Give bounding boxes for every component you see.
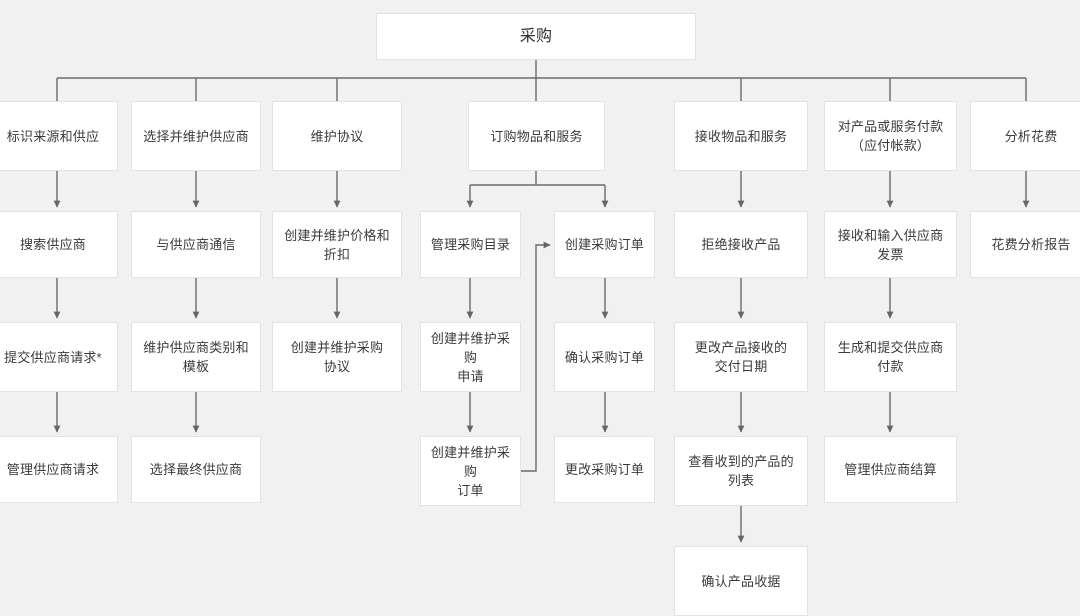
node-label: 生成和提交供应商 付款 bbox=[837, 340, 944, 374]
node-create-purchase-order[interactable]: 创建采购订单 bbox=[554, 211, 655, 278]
node-maintain-supplier-category[interactable]: 维护供应商类别和 模板 bbox=[131, 322, 261, 392]
node-label: 查看收到的产品的 列表 bbox=[688, 454, 794, 488]
node-label: 接收物品和服务 bbox=[694, 128, 788, 144]
node-label: 更改产品接收的 交付日期 bbox=[694, 340, 788, 374]
node-label: 更改采购订单 bbox=[564, 462, 645, 477]
node-manage-supplier-request[interactable]: 管理供应商请求 bbox=[0, 436, 118, 503]
node-identify-source[interactable]: 标识来源和供应 bbox=[0, 101, 118, 171]
node-label: 创建并维护采购 订单 bbox=[430, 444, 511, 498]
node-label: 花费分析报告 bbox=[991, 237, 1071, 252]
node-label: 创建并维护采购 申请 bbox=[430, 330, 511, 384]
node-label: 标识来源和供应 bbox=[6, 128, 100, 144]
node-confirm-product-receipt[interactable]: 确认产品收据 bbox=[674, 546, 808, 616]
node-root[interactable]: 采购 bbox=[376, 13, 696, 60]
node-label: 管理供应商请求 bbox=[6, 462, 100, 477]
node-spend-analysis-report[interactable]: 花费分析报告 bbox=[970, 211, 1080, 278]
node-label: 维护供应商类别和 模板 bbox=[143, 340, 249, 374]
node-select-maintain-supplier[interactable]: 选择并维护供应商 bbox=[131, 101, 261, 171]
node-label: 选择最终供应商 bbox=[149, 462, 243, 477]
node-create-maintain-purchase-agreement[interactable]: 创建并维护采购 协议 bbox=[272, 322, 402, 392]
node-view-received-product-list[interactable]: 查看收到的产品的 列表 bbox=[674, 436, 808, 506]
node-label: 管理采购目录 bbox=[430, 237, 511, 252]
node-receive-goods-services[interactable]: 接收物品和服务 bbox=[674, 101, 808, 171]
node-generate-submit-supplier-payment[interactable]: 生成和提交供应商 付款 bbox=[824, 322, 957, 392]
node-label: 创建并维护采购 协议 bbox=[290, 340, 384, 374]
node-label: 与供应商通信 bbox=[156, 237, 236, 252]
node-order-goods-services[interactable]: 订购物品和服务 bbox=[468, 101, 605, 171]
node-manage-supplier-settlement[interactable]: 管理供应商结算 bbox=[824, 436, 957, 503]
node-create-maintain-purchase-requisition[interactable]: 创建并维护采购 申请 bbox=[420, 322, 521, 392]
node-label: 提交供应商请求* bbox=[4, 349, 102, 365]
node-create-maintain-price[interactable]: 创建并维护价格和 折扣 bbox=[272, 211, 402, 278]
node-reject-receiving-product[interactable]: 拒绝接收产品 bbox=[674, 211, 808, 278]
node-label: 订购物品和服务 bbox=[490, 128, 583, 144]
node-manage-procurement-catalog[interactable]: 管理采购目录 bbox=[420, 211, 521, 278]
node-choose-final-supplier[interactable]: 选择最终供应商 bbox=[131, 436, 261, 503]
node-label: 拒绝接收产品 bbox=[701, 237, 781, 252]
node-label: 创建采购订单 bbox=[564, 237, 645, 252]
node-root-label: 采购 bbox=[519, 28, 553, 45]
node-label: 接收和输入供应商 发票 bbox=[837, 227, 944, 262]
node-submit-supplier-request[interactable]: 提交供应商请求* bbox=[0, 322, 118, 392]
node-search-supplier[interactable]: 搜索供应商 bbox=[0, 211, 118, 278]
node-label: 选择并维护供应商 bbox=[143, 128, 249, 144]
node-pay-product-service[interactable]: 对产品或服务付款 （应付帐款） bbox=[824, 101, 957, 171]
node-label: 维护协议 bbox=[310, 128, 364, 144]
node-label: 确认产品收据 bbox=[701, 573, 781, 589]
node-create-maintain-purchase-order[interactable]: 创建并维护采购 订单 bbox=[420, 436, 521, 506]
node-receive-enter-supplier-invoice[interactable]: 接收和输入供应商 发票 bbox=[824, 211, 957, 278]
node-label: 分析花费 bbox=[1004, 128, 1058, 144]
node-analyze-spend[interactable]: 分析花费 bbox=[970, 101, 1080, 171]
node-maintain-agreement[interactable]: 维护协议 bbox=[272, 101, 402, 171]
node-change-purchase-order[interactable]: 更改采购订单 bbox=[554, 436, 655, 503]
node-label: 管理供应商结算 bbox=[844, 462, 937, 477]
node-label: 创建并维护价格和 折扣 bbox=[284, 227, 390, 262]
node-change-delivery-date[interactable]: 更改产品接收的 交付日期 bbox=[674, 322, 808, 392]
node-label: 确认采购订单 bbox=[564, 349, 645, 365]
connector-c4-feedback bbox=[521, 241, 551, 472]
node-label: 对产品或服务付款 （应付帐款） bbox=[837, 119, 944, 153]
node-communicate-supplier[interactable]: 与供应商通信 bbox=[131, 211, 261, 278]
node-confirm-purchase-order[interactable]: 确认采购订单 bbox=[554, 322, 655, 392]
node-label: 搜索供应商 bbox=[19, 237, 86, 252]
